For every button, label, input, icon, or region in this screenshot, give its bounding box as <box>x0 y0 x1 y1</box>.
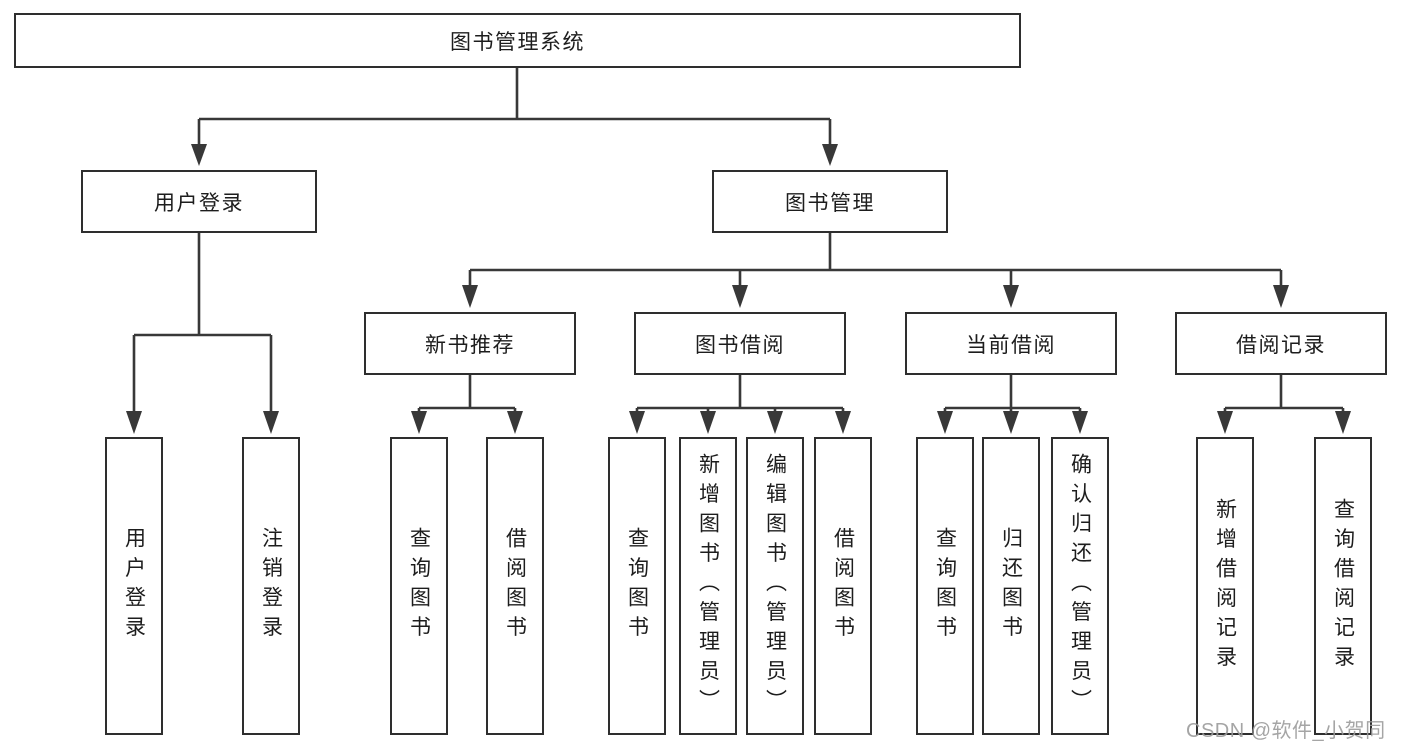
node-label: 编辑图书（管理员） <box>763 453 787 719</box>
leaf-query-borrow-record: 查询借阅记录 <box>1314 437 1372 735</box>
node-label: 确认归还（管理员） <box>1068 453 1092 719</box>
node-label: 新增借阅记录 <box>1213 497 1237 675</box>
node-library-management-system: 图书管理系统 <box>14 13 1021 68</box>
node-label: 新增图书（管理员） <box>696 453 720 719</box>
node-current-borrowing: 当前借阅 <box>905 312 1117 375</box>
node-label: 用户登录 <box>154 191 244 215</box>
arrowhead-icon <box>191 144 207 166</box>
node-label: 归还图书 <box>999 527 1023 645</box>
node-label: 查询图书 <box>407 527 431 645</box>
csdn-watermark: CSDN @软件_小贺同学 <box>1186 720 1386 742</box>
arrowhead-icon <box>937 411 953 434</box>
arrowhead-icon <box>835 411 851 434</box>
leaf-query-books-borrowing: 查询图书 <box>608 437 666 735</box>
leaf-edit-books-admin: 编辑图书（管理员） <box>746 437 804 735</box>
leaf-borrow-books-borrowing: 借阅图书 <box>814 437 872 735</box>
node-label: 用户登录 <box>122 527 146 645</box>
arrowhead-icon <box>1217 411 1233 434</box>
arrowhead-icon <box>629 411 645 434</box>
arrowhead-icon <box>732 285 748 308</box>
arrowhead-icon <box>1335 411 1351 434</box>
node-label: 新书推荐 <box>425 333 515 357</box>
arrowhead-icon <box>1273 285 1289 308</box>
leaf-confirm-return-admin: 确认归还（管理员） <box>1051 437 1109 735</box>
node-user-login: 用户登录 <box>81 170 317 233</box>
leaf-add-books-admin: 新增图书（管理员） <box>679 437 737 735</box>
node-label: 借阅图书 <box>831 527 855 645</box>
arrowhead-icon <box>462 285 478 308</box>
arrowhead-icon <box>1072 411 1088 434</box>
arrowhead-icon <box>700 411 716 434</box>
node-borrowing-records: 借阅记录 <box>1175 312 1387 375</box>
node-label: 借阅图书 <box>503 527 527 645</box>
node-label: 图书借阅 <box>695 333 785 357</box>
leaf-user-login: 用户登录 <box>105 437 163 735</box>
node-label: 图书管理 <box>785 191 875 215</box>
arrowhead-icon <box>411 411 427 434</box>
node-label: 当前借阅 <box>966 333 1056 357</box>
leaf-add-borrow-record: 新增借阅记录 <box>1196 437 1254 735</box>
node-label: 查询图书 <box>933 527 957 645</box>
arrowhead-icon <box>126 411 142 434</box>
leaf-query-books-recommend: 查询图书 <box>390 437 448 735</box>
arrowhead-icon <box>1003 285 1019 308</box>
node-label: 查询借阅记录 <box>1331 497 1355 675</box>
arrowhead-icon <box>507 411 523 434</box>
arrowhead-icon <box>822 144 838 166</box>
node-label: 查询图书 <box>625 527 649 645</box>
node-book-management: 图书管理 <box>712 170 948 233</box>
node-label: 图书管理系统 <box>450 30 585 54</box>
node-new-book-recommendation: 新书推荐 <box>364 312 576 375</box>
arrowhead-icon <box>1003 411 1019 434</box>
leaf-query-books-current: 查询图书 <box>916 437 974 735</box>
node-book-borrowing: 图书借阅 <box>634 312 846 375</box>
node-label: 借阅记录 <box>1236 333 1326 357</box>
arrowhead-icon <box>767 411 783 434</box>
leaf-return-books: 归还图书 <box>982 437 1040 735</box>
leaf-logout: 注销登录 <box>242 437 300 735</box>
leaf-borrow-books-recommend: 借阅图书 <box>486 437 544 735</box>
arrowhead-icon <box>263 411 279 434</box>
node-label: 注销登录 <box>259 527 283 645</box>
